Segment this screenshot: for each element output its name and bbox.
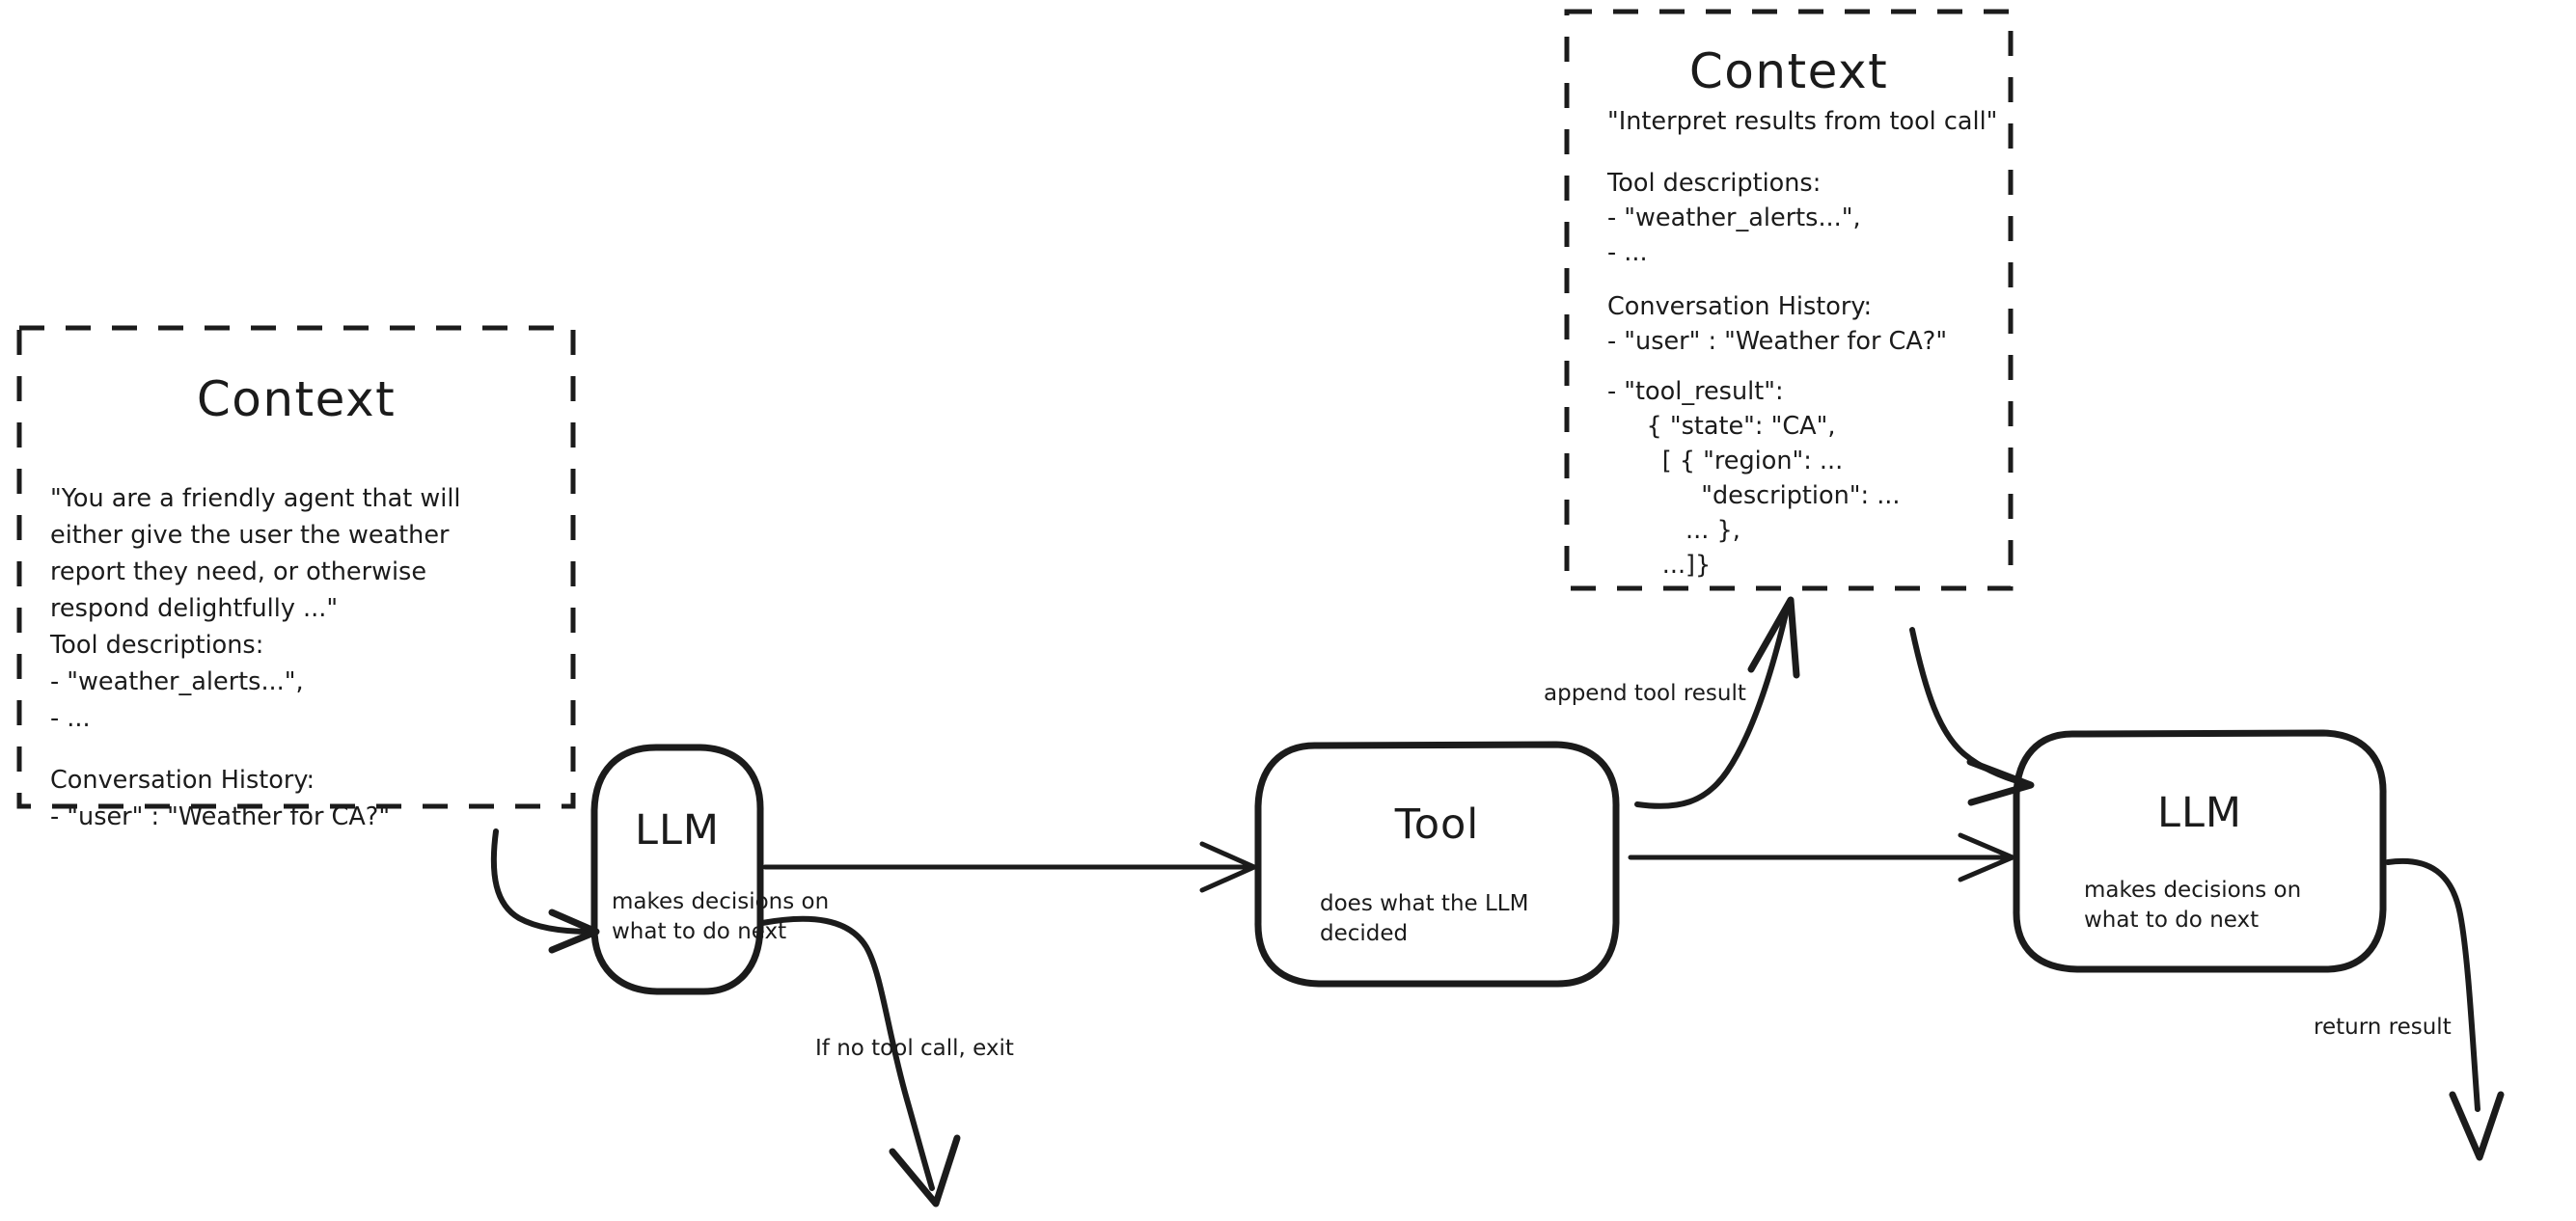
context-left-system-prompt: "You are a friendly agent that will eith… [50, 484, 461, 623]
edge-label-if-no-tool-call-exit: If no tool call, exit [815, 1036, 1014, 1061]
edge-context-to-llm [490, 828, 600, 954]
context-left-heading: Context [196, 371, 397, 427]
context-left-tool-descriptions-items: - "weather_alerts...", - ... [50, 667, 304, 733]
llm-left-title: LLM [634, 806, 720, 855]
context-right-tool-result-label: - "tool_result": [1607, 377, 1784, 406]
context-right-tool-descriptions-heading: Tool descriptions: [1607, 169, 1822, 198]
context-right-heading: Context [1688, 43, 1889, 99]
tool-box[interactable] [1254, 741, 1620, 988]
llm-left-subtitle: makes decisions on what to do next [612, 889, 830, 944]
llm-right-box[interactable] [2013, 729, 2387, 973]
llm-left-box[interactable] [590, 744, 764, 995]
edge-label-return-result: return result [2314, 1015, 2452, 1040]
edge-llm-right-return [2385, 857, 2505, 1161]
edge-tool-to-llm-right [1628, 832, 2015, 882]
edge-tool-to-context-right [1634, 596, 1800, 809]
tool-title: Tool [1394, 800, 1480, 849]
edge-llm-exit [759, 915, 961, 1207]
edge-context-right-to-llm-right [1909, 627, 2035, 806]
context-right-conversation-heading: Conversation History: [1607, 292, 1873, 321]
context-right-tool-result-body: { "state": "CA", [ { "region": ... "desc… [1646, 412, 1901, 580]
context-right-box [1564, 9, 2014, 591]
llm-right-title: LLM [2156, 789, 2242, 837]
context-right-tool-descriptions-items: - "weather_alerts...", - ... [1607, 204, 1861, 267]
context-left-box [16, 325, 576, 809]
edge-llm-to-tool [762, 841, 1257, 893]
edge-label-append-tool-result: append tool result [1544, 681, 1746, 706]
context-right-conversation-items: - "user" : "Weather for CA?" [1607, 327, 1948, 356]
context-left-conversation-items: - "user" : "Weather for CA?" [50, 802, 391, 831]
context-left-tool-descriptions-heading: Tool descriptions: [50, 631, 264, 660]
tool-subtitle: does what the LLM decided [1320, 891, 1529, 946]
context-left-conversation-heading: Conversation History: [50, 766, 315, 795]
llm-right-subtitle: makes decisions on what to do next [2084, 878, 2302, 933]
context-right-system-prompt: "Interpret results from tool call" [1607, 107, 1998, 136]
